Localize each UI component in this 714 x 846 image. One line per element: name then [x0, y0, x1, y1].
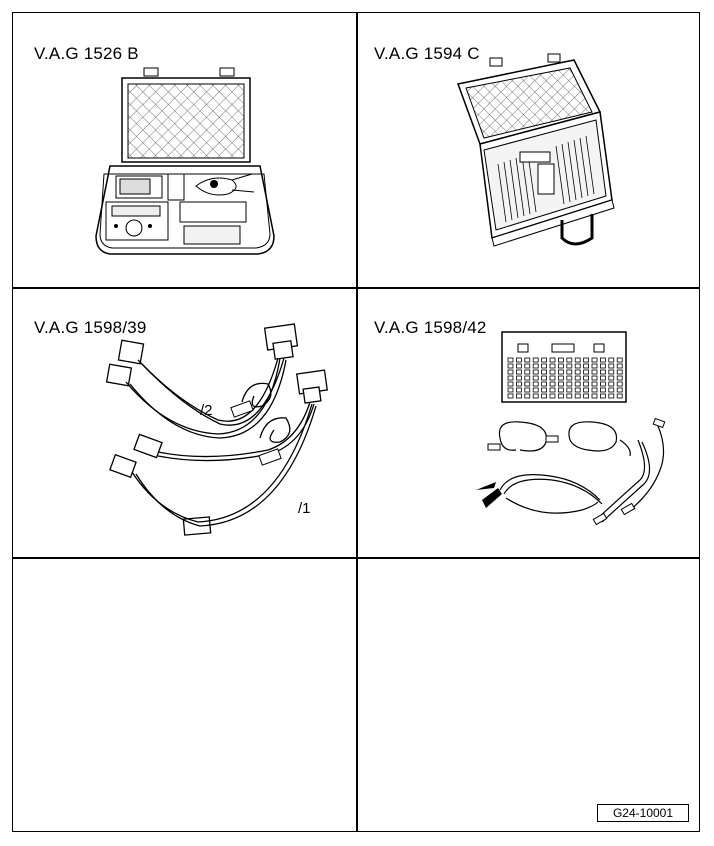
callout-1: /1 — [298, 500, 311, 517]
tool-label-1598-42: V.A.G 1598/42 — [374, 318, 487, 337]
adapter-cables-illustration — [105, 323, 328, 536]
callout-2: /2 — [200, 402, 213, 419]
grid-divider-vertical — [356, 12, 358, 832]
multimeter-case-illustration — [95, 67, 275, 255]
figure-id: G24-10001 — [597, 804, 689, 822]
tool-label-1526b: V.A.G 1526 B — [34, 44, 139, 63]
briefcase-tool-set-illustration — [456, 53, 615, 247]
tool-label-1598-39: V.A.G 1598/39 — [34, 318, 147, 337]
tool-label-1594c: V.A.G 1594 C — [374, 44, 480, 63]
grid-divider-row-2 — [12, 557, 700, 559]
grid-divider-row-1 — [12, 287, 700, 289]
breakout-box-illustration — [476, 331, 666, 526]
